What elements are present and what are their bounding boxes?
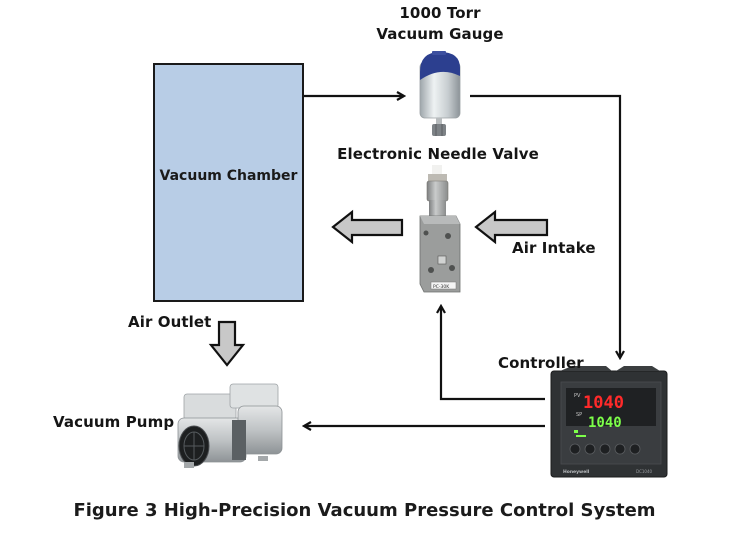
valve-plate-text: PC-30K [433,284,450,290]
valve-to-chamber-flow-arrow [331,209,404,245]
controller-up-button [629,443,641,455]
air-outlet-flow-arrow [208,320,246,367]
pv-value: 1040 [583,393,624,413]
controller-down-button [614,443,626,455]
controller-brand: Honeywell [563,469,590,475]
vacuum-gauge-device [419,51,461,136]
needle-valve-device: PC-30K [419,165,461,293]
sp-label: SP [576,412,582,418]
vacuum-gauge-label-line1: 1000 Torr [399,4,481,22]
air-intake-flow-arrow [474,209,549,245]
vacuum-pump-label: Vacuum Pump [53,413,175,431]
air-intake-label: Air Intake [512,239,596,257]
controller-to-valve-line [441,306,545,401]
gauge-to-controller-line [470,94,620,358]
sp-value: 1040 [588,415,622,431]
controller-model: DC1040 [636,469,653,474]
controller-device: PV 1040 SP 1040 Honeywell DC1040 [550,366,668,478]
controller-label: Controller [498,354,584,372]
needle-valve-label: Electronic Needle Valve [337,145,539,163]
controller-button-2 [584,443,596,455]
vacuum-pump-device [177,383,283,468]
air-outlet-label: Air Outlet [128,313,212,331]
pv-label: PV [574,393,581,399]
controller-left-button [599,443,611,455]
vacuum-chamber-label: Vacuum Chamber [159,168,298,184]
vacuum-gauge-label-line2: Vacuum Gauge [376,25,504,43]
controller-button-1 [569,443,581,455]
figure-caption: Figure 3 High-Precision Vacuum Pressure … [73,500,656,521]
vacuum-chamber-box: Vacuum Chamber [153,63,304,302]
